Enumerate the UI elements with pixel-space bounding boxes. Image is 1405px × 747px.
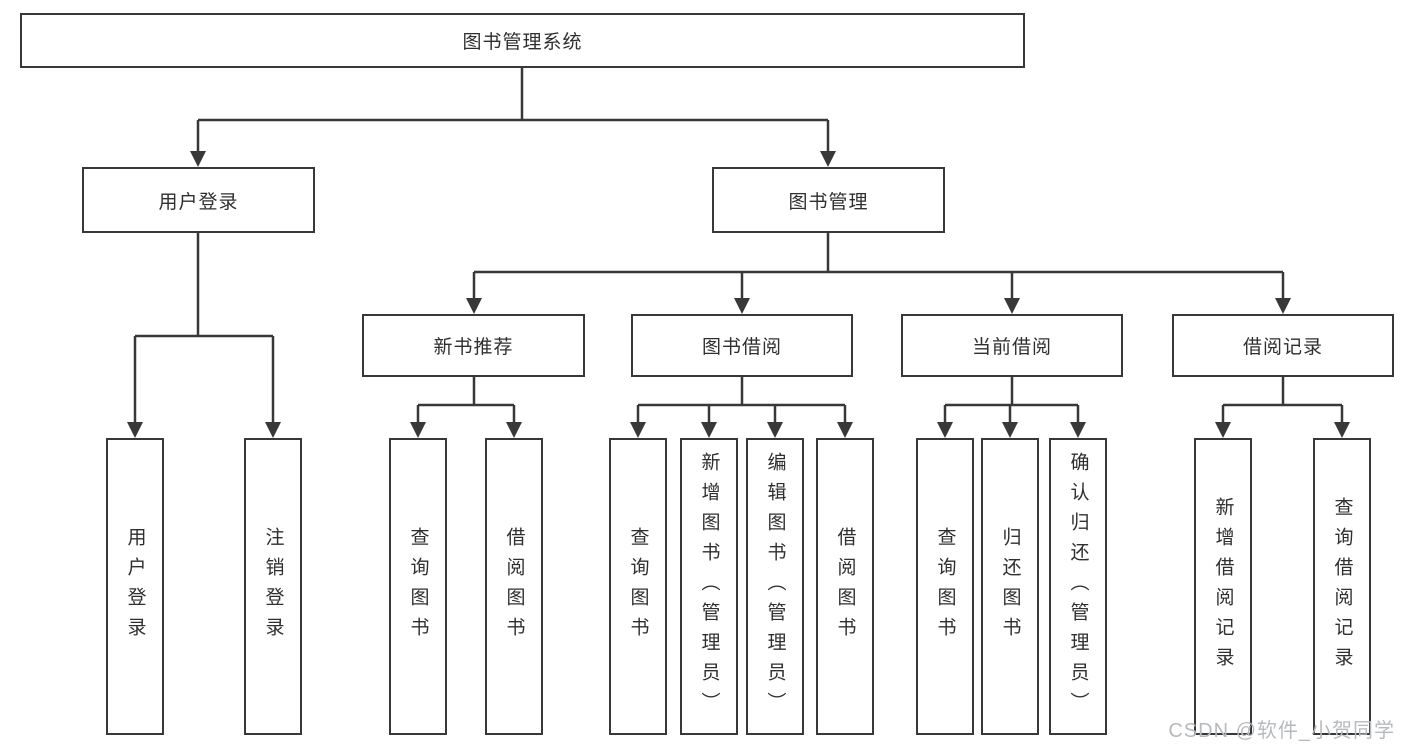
node-label: 确认归还（管理员） <box>1067 451 1089 722</box>
leaf-borrow-books: 借阅图书 <box>816 438 874 735</box>
node-label: 新增图书（管理员） <box>698 451 720 722</box>
connector-userlogin-children <box>133 233 275 423</box>
node-label: 借阅图书 <box>834 526 856 647</box>
node-label: 用户登录 <box>124 526 146 647</box>
arrowhead <box>837 422 853 438</box>
arrowhead <box>701 422 717 438</box>
node-label: 用户登录 <box>158 191 239 213</box>
node-label: 归还图书 <box>999 526 1021 647</box>
node-label: 当前借阅 <box>971 337 1052 358</box>
arrowhead <box>265 422 281 438</box>
arrowhead <box>410 422 426 438</box>
leaf-add-book-admin: 新增图书（管理员） <box>680 438 738 735</box>
arrowhead <box>1334 422 1350 438</box>
node-label: 图书管理系统 <box>462 32 583 53</box>
leaf-borrow-books-recommend: 借阅图书 <box>485 438 543 735</box>
leaf-query-borrow-record: 查询借阅记录 <box>1313 438 1371 735</box>
node-label: 新书推荐 <box>433 337 514 358</box>
node-label: 查询图书 <box>934 526 956 647</box>
node-root: 图书管理系统 <box>20 13 1025 68</box>
arrowhead <box>506 422 522 438</box>
arrowhead <box>937 422 953 438</box>
node-label: 图书管理 <box>788 191 869 213</box>
node-label: 图书借阅 <box>701 337 782 358</box>
arrowhead <box>1070 422 1086 438</box>
arrowhead <box>127 422 143 438</box>
connector-currentborrow-children <box>943 377 1080 423</box>
node-label: 查询借阅记录 <box>1331 496 1353 677</box>
arrowhead <box>1215 422 1231 438</box>
node-book-management: 图书管理 <box>712 167 945 233</box>
connector-bookborrow-children <box>636 377 847 423</box>
node-label: 查询图书 <box>627 526 649 647</box>
node-label: 查询图书 <box>407 526 429 647</box>
leaf-confirm-return-admin: 确认归还（管理员） <box>1049 438 1107 735</box>
arrowhead <box>767 422 783 438</box>
leaf-return-book: 归还图书 <box>981 438 1039 735</box>
arrowhead <box>734 298 750 314</box>
node-book-borrow: 图书借阅 <box>631 314 853 377</box>
leaf-query-books-borrow: 查询图书 <box>609 438 667 735</box>
arrowhead <box>820 151 836 167</box>
arrowhead <box>630 422 646 438</box>
arrowhead <box>1002 422 1018 438</box>
leaf-logout: 注销登录 <box>244 438 302 735</box>
leaf-query-books-current: 查询图书 <box>916 438 974 735</box>
node-label: 借阅记录 <box>1242 337 1323 358</box>
connector-newbook-children <box>416 377 516 423</box>
csdn-watermark: CSDN @软件_小贺同学 <box>1168 720 1395 742</box>
node-label: 借阅图书 <box>503 526 525 647</box>
node-current-borrow: 当前借阅 <box>901 314 1123 377</box>
leaf-user-login: 用户登录 <box>106 438 164 735</box>
node-label: 注销登录 <box>262 526 284 647</box>
arrowhead <box>1275 298 1291 314</box>
arrowhead <box>1004 298 1020 314</box>
arrowhead <box>466 298 482 314</box>
connector-bookmgmt-to-level3 <box>472 233 1285 299</box>
node-user-login: 用户登录 <box>82 167 315 233</box>
node-label: 编辑图书（管理员） <box>764 451 786 722</box>
leaf-query-books-recommend: 查询图书 <box>389 438 447 735</box>
leaf-add-borrow-record: 新增借阅记录 <box>1194 438 1252 735</box>
arrowhead <box>190 151 206 167</box>
connector-borrowrecords-children <box>1221 377 1344 423</box>
leaf-edit-book-admin: 编辑图书（管理员） <box>746 438 804 735</box>
node-borrow-records: 借阅记录 <box>1172 314 1394 377</box>
node-new-book-recommend: 新书推荐 <box>362 314 585 377</box>
connector-root-to-level2 <box>196 68 830 152</box>
node-label: 新增借阅记录 <box>1212 496 1234 677</box>
